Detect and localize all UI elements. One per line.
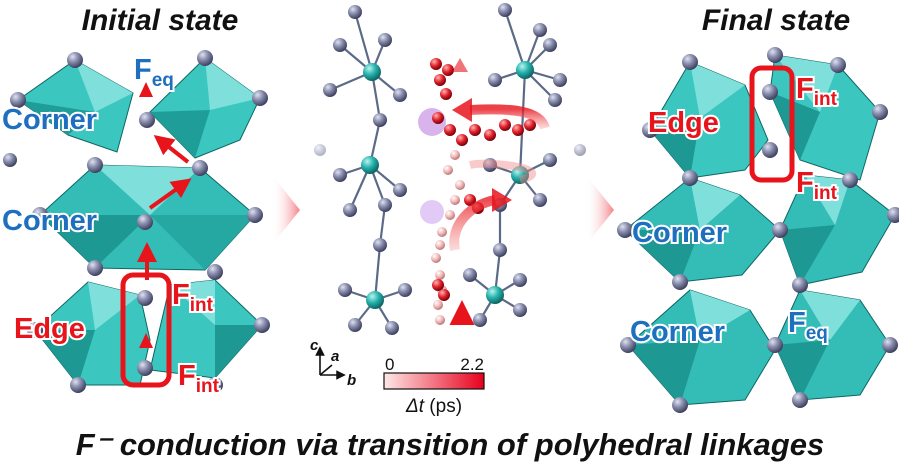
left-edge-highlight-box — [120, 272, 172, 388]
middle-trajectory-structure — [314, 3, 586, 335]
time-colorbar: 0 2.2 Δt (ps) — [383, 355, 485, 417]
title-final-state: Final state — [702, 4, 850, 37]
left-label-corner-mid: Corner — [2, 205, 97, 237]
middle-flow-arrows — [449, 58, 550, 328]
fluoride-trajectory-trail — [418, 58, 536, 325]
figure-caption: F⁻ conduction via transition of polyhedr… — [76, 427, 824, 462]
left-label-f-int-top: Fint — [172, 279, 214, 316]
colorbar-max-label: 2.2 — [460, 355, 484, 374]
right-label-corner-bottom: Corner — [630, 316, 725, 348]
right-label-edge: Edge — [648, 107, 719, 139]
axis-label-c: c — [310, 337, 319, 354]
left-label-f-eq: Feq — [134, 54, 174, 91]
right-label-f-int-bottom: Fint — [796, 167, 838, 204]
colorbar-min-label: 0 — [385, 355, 394, 374]
right-label-corner-mid: Corner — [632, 217, 727, 249]
left-label-f-int-bottom: Fint — [178, 360, 220, 397]
chevron-middle-to-right — [586, 175, 614, 245]
axis-label-b: b — [347, 372, 356, 389]
right-polyhedra — [617, 47, 899, 413]
right-label-f-int-top: Fint — [796, 73, 838, 110]
axis-label-a: a — [331, 348, 339, 365]
right-edge-highlight-box — [749, 65, 795, 183]
colorbar-unit-label: Δt (ps) — [405, 396, 462, 417]
chevron-left-to-middle — [272, 175, 300, 245]
right-label-f-eq: Feq — [788, 307, 828, 344]
left-label-edge: Edge — [14, 313, 85, 345]
axes-triad: c a b — [310, 337, 356, 389]
fint-up-marker — [139, 333, 153, 348]
feq-up-marker — [139, 82, 153, 97]
title-initial-state: Initial state — [82, 4, 239, 37]
left-label-corner-top: Corner — [2, 104, 97, 136]
colorbar-gradient — [383, 372, 485, 390]
